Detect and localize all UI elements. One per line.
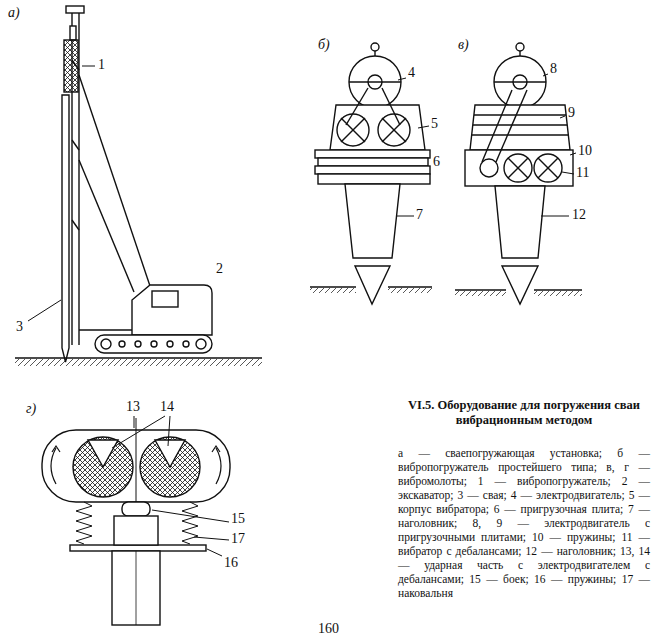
callout-number: 10 [578, 144, 592, 158]
callout-number: 12 [572, 208, 586, 222]
callout-number: 16 [224, 556, 238, 570]
callout-number: 17 [231, 532, 245, 546]
figure-letter: б) [318, 38, 330, 52]
callout-number: 13 [126, 400, 140, 414]
figure-letter: а) [8, 6, 20, 20]
callout-number: 15 [231, 512, 245, 526]
callout-number: 5 [431, 117, 438, 131]
impact-vibrohammer [42, 416, 230, 625]
simple-vibrodriver [310, 43, 432, 304]
callout-number: 14 [160, 400, 174, 414]
callout-number: 3 [16, 320, 23, 334]
callout-number: 7 [416, 208, 423, 222]
callout-number: 6 [433, 155, 440, 169]
callout-number: 11 [576, 166, 589, 180]
callout-number: 8 [550, 62, 557, 76]
callout-number: 1 [98, 58, 105, 72]
page-number: 160 [318, 622, 339, 636]
callout-number: 4 [408, 66, 415, 80]
pile-rig [15, 6, 262, 366]
callout-number: 2 [216, 262, 223, 276]
figure-title: VI.5. Оборудование для погружения сваи в… [396, 398, 652, 428]
figure-caption: а — сваепогружающая установка; б — вибро… [398, 446, 650, 600]
callout-number: 9 [568, 106, 575, 120]
vibrohammer [455, 43, 582, 304]
figure-letter: г) [26, 402, 36, 416]
figure-letter: в) [458, 38, 469, 52]
